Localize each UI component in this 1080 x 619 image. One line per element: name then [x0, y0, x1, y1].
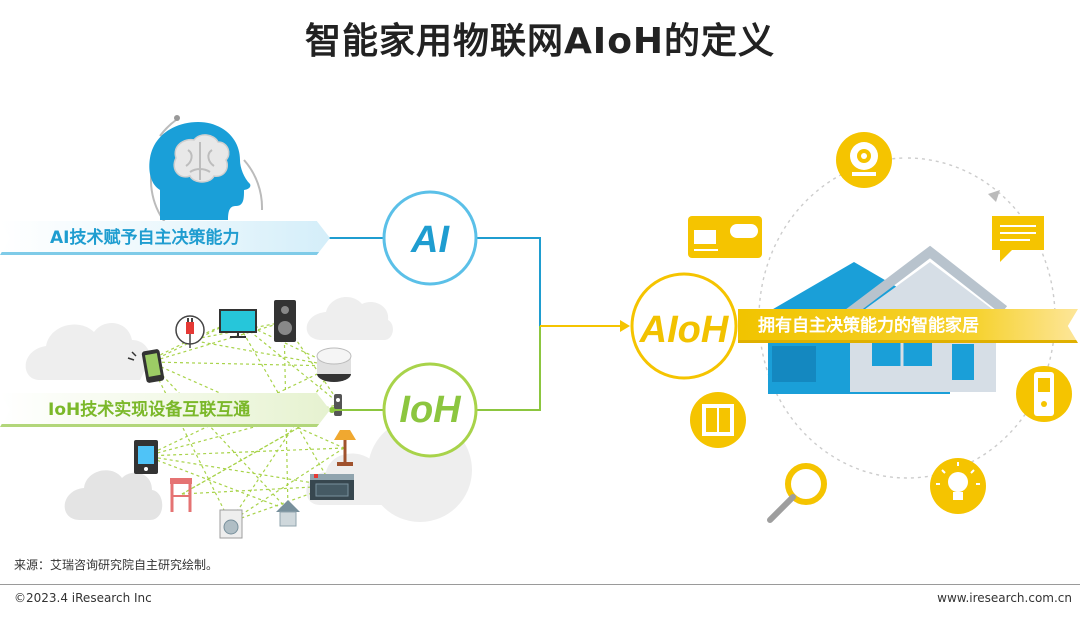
phone-icon [127, 349, 165, 383]
lamp-icon [334, 430, 356, 466]
search-icon [767, 463, 827, 523]
brain-head-icon [149, 115, 264, 227]
house-icon [768, 245, 1008, 394]
plug-icon [175, 315, 205, 348]
speaker-icon [274, 300, 296, 342]
aioh-banner: 拥有自主决策能力的智能家居 [738, 309, 1078, 343]
aioh-circle [630, 272, 738, 380]
ai-circle-label: AI [411, 219, 449, 261]
aioh-circle-label: AIoH [639, 309, 729, 351]
bulb-icon [930, 458, 986, 514]
switch-icon [690, 392, 746, 448]
door-lock-icon [334, 394, 342, 416]
ioh-banner: IoH技术实现设备互联互通 [0, 393, 330, 427]
smart-lock-icon [1016, 366, 1072, 422]
copyright: ©2023.4 iResearch Inc [14, 591, 152, 605]
website-link[interactable]: www.iresearch.com.cn [937, 591, 1072, 605]
message-icon [992, 216, 1044, 262]
source-note: 来源：艾瑞咨询研究院自主研究绘制。 [14, 558, 219, 572]
ai-banner: AI技术赋予自主决策能力 [0, 221, 330, 255]
ioh-circle-label: IoH [399, 389, 461, 431]
washing-machine-icon [219, 509, 243, 539]
connector-lines [321, 235, 630, 413]
drying-rack-icon [170, 478, 192, 512]
cooktop-icon [310, 474, 354, 500]
camera-icon [836, 132, 892, 188]
router-icon [276, 500, 300, 527]
ioh-circle [382, 362, 478, 458]
tablet-icon [134, 440, 158, 474]
footer-divider [0, 584, 1080, 585]
ai-circle [382, 190, 478, 286]
robot-vacuum-icon [316, 347, 352, 382]
orbit-dotted [758, 157, 1056, 479]
card-icon [688, 216, 762, 258]
tv-icon [219, 309, 257, 338]
page-title: 智能家用物联网AIoH的定义 [304, 21, 776, 62]
